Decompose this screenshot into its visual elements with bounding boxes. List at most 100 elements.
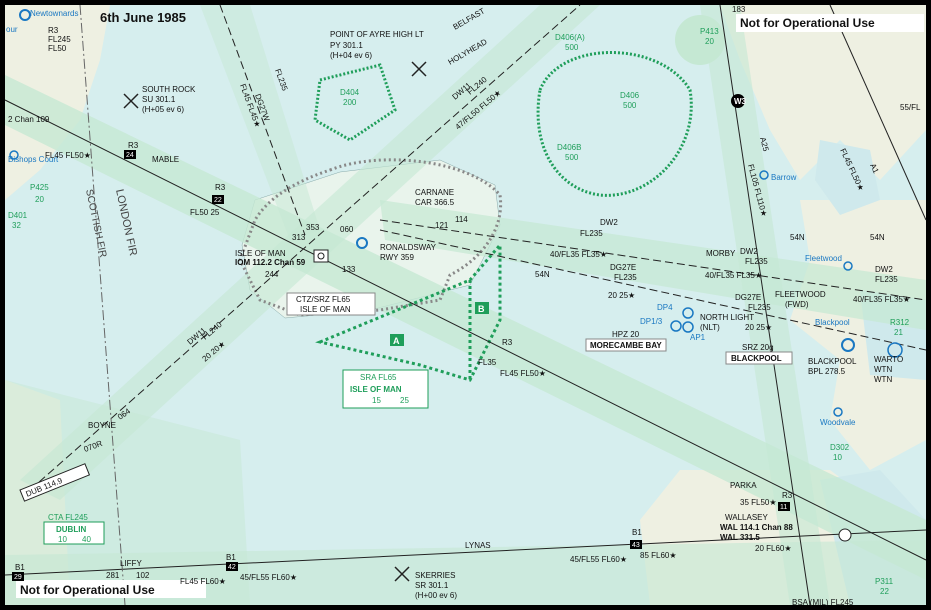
barrow-label: Barrow bbox=[771, 173, 797, 182]
chan109-label: 2 Chan 109 bbox=[8, 115, 50, 124]
dg27eb-fl2: 20 25★ bbox=[745, 323, 772, 332]
south-rock-cross-icon[interactable] bbox=[123, 93, 139, 109]
our-label: our bbox=[6, 25, 18, 34]
danger-area-d404[interactable]: D404 200 bbox=[313, 63, 397, 142]
r3-south-name: R3 bbox=[502, 338, 513, 347]
blackpool-airport-icon[interactable] bbox=[841, 338, 855, 352]
danger-area-p413[interactable]: P413 20 bbox=[675, 15, 725, 65]
dg27ea-name: DG27E bbox=[610, 263, 636, 272]
r3-top-fl: FL45 FL50★ bbox=[45, 151, 91, 160]
danger-area-d406[interactable]: D406(A) 500 D406 500 D406B 500 bbox=[536, 33, 693, 197]
iom-radial-313: 313 bbox=[292, 233, 306, 242]
bsa-label: BSA (MIL) FL245 bbox=[792, 598, 854, 607]
p311-alt: 22 bbox=[880, 587, 889, 596]
d406-label: D406 bbox=[620, 91, 640, 100]
d404-alt: 200 bbox=[343, 98, 357, 107]
dw2a-fl: FL235 bbox=[580, 229, 603, 238]
dp13-label: DP1/3 bbox=[640, 317, 663, 326]
a1-name: A1 bbox=[868, 162, 881, 175]
airway-dw11-line[interactable] bbox=[29, 4, 581, 491]
ctz-boundary bbox=[238, 158, 503, 317]
r3-se-fl: 35 FL50★ bbox=[740, 498, 777, 507]
woodvale-label: Woodvale bbox=[820, 418, 856, 427]
ronaldsway-airport-icon[interactable] bbox=[356, 237, 368, 249]
ronaldsway-name: RONALDSWAY bbox=[380, 243, 437, 252]
wallasey-vor-icon[interactable] bbox=[838, 528, 852, 542]
south-rock-freq: SU 301.1 bbox=[142, 95, 176, 104]
nw-r3-label: R3 bbox=[48, 26, 59, 35]
ctz-label-box[interactable]: CTZ/SRZ FL65 ISLE OF MAN bbox=[286, 292, 376, 316]
blackpool-ndb-freq: BPL 278.5 bbox=[808, 367, 846, 376]
dw2a-fl2: 40/FL35 FL35★ bbox=[550, 250, 607, 259]
barrow-airport-icon[interactable] bbox=[759, 170, 769, 180]
point-4-marker-icon: W3 bbox=[731, 94, 747, 108]
airway-dw2-line[interactable] bbox=[379, 219, 927, 301]
airway-a1-line[interactable] bbox=[829, 4, 927, 221]
ayre-name: POINT OF AYRE HIGH LT bbox=[330, 30, 424, 39]
carnane-name: CARNANE bbox=[415, 188, 454, 197]
airway-r3-line[interactable] bbox=[4, 99, 927, 561]
p413-alt: 20 bbox=[705, 37, 714, 46]
dublin-cta-box[interactable]: CTA FL245 DUBLIN 10 40 bbox=[43, 513, 105, 545]
fleetwood-airport-icon[interactable] bbox=[843, 261, 853, 271]
b1mid-fl: FL45 FL60★ bbox=[180, 577, 226, 586]
blackpool-srz-box[interactable]: SRZ 20g BLACKPOOL bbox=[725, 343, 793, 365]
r3-mid-fl: FL50 25 bbox=[190, 208, 220, 217]
r3-se-fl2: 20 FL60★ bbox=[755, 544, 792, 553]
r3-se-num: 11 bbox=[780, 504, 787, 511]
sra-label-box[interactable]: SRA FL65 ISLE OF MAN 15 25 bbox=[342, 369, 429, 409]
dp-markers-icon[interactable] bbox=[670, 307, 694, 333]
ioh-vor-icon[interactable] bbox=[313, 249, 329, 263]
b1e-fl: 45/FL55 FL60★ bbox=[570, 555, 627, 564]
r3-mid-num-bg bbox=[212, 195, 224, 204]
iom-radial-060: 060 bbox=[340, 225, 354, 234]
bishops-court-label: Bishops Court bbox=[8, 155, 59, 164]
d401-alt: 32 bbox=[12, 221, 21, 230]
b1mid-name: B1 bbox=[226, 553, 236, 562]
airway-b1-line[interactable] bbox=[4, 529, 927, 576]
bishops-court-icon[interactable] bbox=[9, 150, 19, 160]
skerries-freq: SR 301.1 bbox=[415, 581, 449, 590]
dg27ea-fl2: 20 25★ bbox=[608, 291, 635, 300]
a25-name: A25 bbox=[758, 136, 771, 153]
morecambe-hpz-box[interactable]: HPZ 20 MORECAMBE BAY bbox=[585, 330, 667, 352]
sra-a-letter: A bbox=[393, 336, 400, 346]
parka-label: PARKA bbox=[730, 481, 757, 490]
p425-alt: 20 bbox=[35, 195, 44, 204]
airway-dg27w-line[interactable] bbox=[219, 4, 306, 236]
danger-area-p425[interactable]: P425 20 D401 32 bbox=[8, 183, 49, 230]
north-light-note: (NLT) bbox=[700, 323, 720, 332]
dublin-cta-band bbox=[5, 380, 250, 605]
b1w-num: 29 bbox=[14, 574, 22, 581]
r3-top-num: 24 bbox=[126, 152, 134, 159]
iom-radial-353: 353 bbox=[306, 223, 320, 232]
dw2a-name: DW2 bbox=[600, 218, 618, 227]
iom-radial-244: 244 bbox=[265, 270, 279, 279]
morby-label: MORBY bbox=[706, 249, 736, 258]
warton-airport-icon[interactable] bbox=[887, 342, 903, 358]
warning-top-bg bbox=[736, 14, 924, 32]
airway-dg27e-line[interactable] bbox=[379, 229, 927, 351]
sra-name: ISLE OF MAN bbox=[350, 385, 402, 394]
newtownards-airport-icon[interactable] bbox=[19, 9, 31, 21]
woodvale-airport-icon[interactable] bbox=[833, 407, 843, 417]
b1w-num-bg bbox=[12, 572, 24, 581]
skerries-cross-icon[interactable] bbox=[394, 566, 410, 582]
south-rock-hours: (H+05 ev 6) bbox=[142, 105, 184, 114]
r3-top-name: R3 bbox=[128, 141, 139, 150]
blackpool-ndb-name: BLACKPOOL bbox=[808, 357, 857, 366]
d302-label: D302 bbox=[830, 443, 850, 452]
warning-bottom-bg bbox=[16, 580, 206, 598]
p425-label: P425 bbox=[30, 183, 49, 192]
ap1-label: AP1 bbox=[690, 333, 706, 342]
r312-alt: 21 bbox=[894, 328, 903, 337]
b1e-num: 43 bbox=[632, 542, 640, 549]
sra-b-letter: B bbox=[478, 304, 485, 314]
liffy-radial-left: 281 bbox=[106, 571, 120, 580]
dg27eb-name: DG27E bbox=[735, 293, 761, 302]
airway-band-r3 bbox=[5, 75, 926, 580]
iom-vor-freq: IOM 112.2 Chan 59 bbox=[235, 258, 306, 267]
iom-radial-121: 121 bbox=[435, 221, 449, 230]
point-of-ayre-cross-icon[interactable] bbox=[411, 61, 427, 77]
